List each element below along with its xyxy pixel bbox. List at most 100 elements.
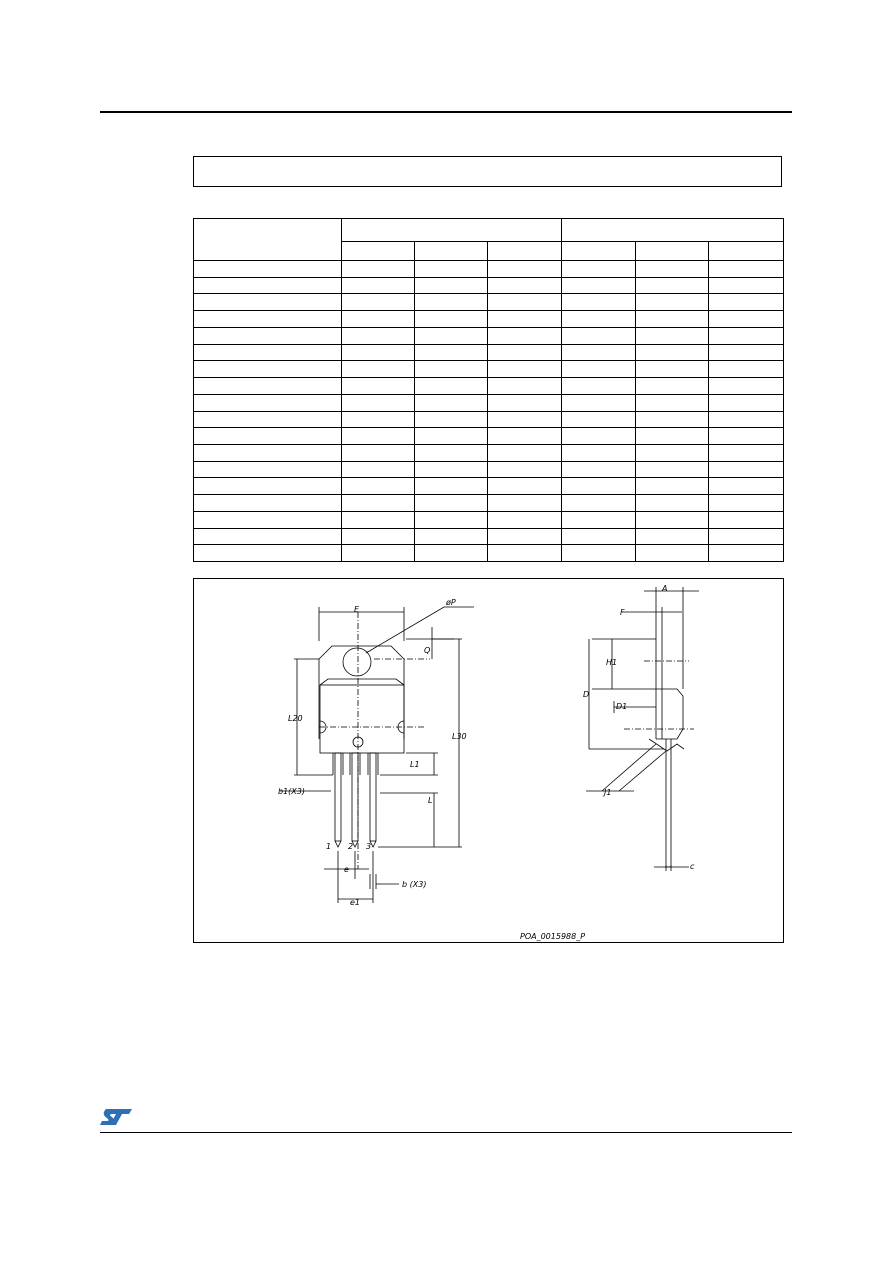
table-cell [341,477,415,496]
dim-H1 [592,638,656,690]
dim-e [324,851,369,879]
table-cell [635,477,710,496]
table-cell [414,460,488,479]
table-cell [561,494,637,512]
table-row [193,460,785,479]
table-cell [708,410,785,429]
dim-L20 [294,658,333,776]
footer-rule [100,1132,792,1133]
table-cell [561,260,637,278]
table-cell [486,443,563,462]
table-cell [486,494,563,512]
table-row [193,494,785,512]
table-cell [341,377,415,395]
table-cell [635,410,710,429]
mm-header-cell [340,218,563,242]
table-title-box [193,156,782,187]
dim-D [588,639,664,750]
table-cell [708,343,785,362]
table-cell [414,410,488,429]
table-cell [561,343,637,362]
table-cell [414,377,488,395]
table-cell [635,393,710,412]
table-cell [635,343,710,362]
table-cell [341,510,415,529]
table-cell [486,393,563,412]
st-logo-icon [100,1109,132,1125]
table-cell [414,326,488,345]
body-outline [319,684,405,754]
label-L20: L20 [288,714,303,723]
table-cell [414,494,488,512]
table-row [193,377,785,395]
table-cell [486,377,563,395]
table-cell [561,393,637,412]
side-centerline [624,660,694,730]
table-cell [486,544,563,562]
dim-L1 [380,752,438,776]
table-cell [414,527,488,546]
table-cell [341,276,415,295]
table-cell [708,260,785,278]
table-cell [561,460,637,479]
label-D1: D1 [616,702,627,711]
table-cell [341,527,415,546]
table-cell [341,260,415,278]
table-cell [341,410,415,429]
table-cell [414,544,488,562]
side-lead [665,739,672,868]
label-b1: b1(X3) [278,787,305,796]
table-cell [414,477,488,496]
label-H1: H1 [606,658,617,667]
table-cell [635,276,710,295]
dim-b [369,874,399,889]
table-cell [635,326,710,345]
table-cell [193,410,342,429]
table-cell [341,310,415,328]
label-E: E [354,605,360,614]
table-cell [708,477,785,496]
table-cell [486,510,563,529]
dim-E [318,607,405,641]
table-cell [708,393,785,412]
table-cell [486,343,563,362]
body-top-bevel [319,678,405,686]
label-A: A [661,584,667,593]
table-cell [193,510,342,529]
table-cell [193,427,342,445]
table-cell [708,510,785,529]
table-cell [635,427,710,445]
table-cell [193,494,342,512]
table-cell [193,343,342,362]
table-cell [561,510,637,529]
label-pin1: 1 [326,842,331,851]
table-cell [414,293,488,312]
lead-3 [369,752,377,842]
table-cell [486,310,563,328]
table-cell [193,527,342,546]
table-cell [561,293,637,312]
inch-header-cell [561,218,785,242]
dim-L [380,792,438,847]
label-pin2: 2 [348,842,353,851]
table-row [193,293,785,312]
table-cell [486,326,563,345]
table-row [193,427,785,445]
st-logo [98,1107,134,1132]
label-c: c [690,862,695,871]
table-cell [193,310,342,328]
dim-F [622,607,682,639]
label-L1: L1 [410,760,420,769]
table-row [193,477,785,496]
table-row [193,310,785,328]
subheader-cell [341,240,415,262]
side-lead-bend [648,738,685,752]
label-Q: Q [424,646,430,655]
table-cell [414,510,488,529]
table-cell [486,460,563,479]
table-cell [486,427,563,445]
label-e1: e1 [350,898,360,907]
table-body [193,260,785,562]
table-cell [635,293,710,312]
table-cell [561,360,637,379]
